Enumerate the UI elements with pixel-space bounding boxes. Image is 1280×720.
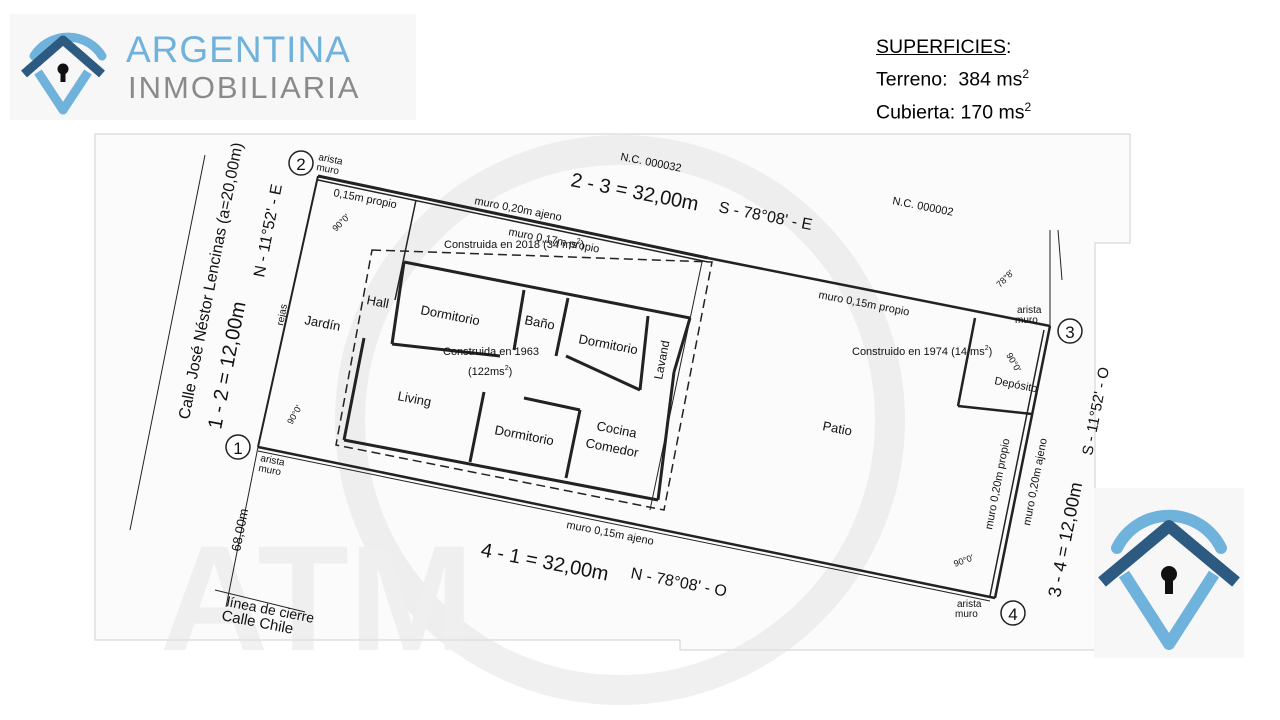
lot-outline [129,154,1063,613]
room-patio: Patio [821,418,853,438]
muro-1-label: muro [257,463,282,478]
muro-3-label: muro [1015,315,1038,326]
superficies-title: SUPERFICIES [876,36,1007,58]
arista-1-label: arista [259,453,286,469]
note-1974: Construido en 1974 (14 ms2) [852,345,992,358]
point-4-label: 4 [1008,605,1017,624]
cubierta-sup: 2 [1024,99,1032,114]
point-4: 4 [1000,600,1026,626]
room-jardin: Jardín [303,312,341,334]
point-1-label: 1 [233,439,242,458]
rejas-label: rejas [275,303,290,326]
terreno-sup: 2 [1022,67,1030,81]
brand-logo: ARGENTINA INMOBILIARIA [10,14,416,120]
watermark: ATM [160,135,905,705]
note-1963-area: (122ms2) [468,365,512,378]
arista-2-label: arista [317,152,344,168]
point-2: 2 [288,150,314,176]
house-key-icon [1098,509,1240,650]
muro-4-label: muro [955,609,978,620]
terreno-row: Terreno: 384 ms2 [876,61,1031,94]
brand-logo-small [1094,488,1244,658]
muro-2-label: muro [315,162,340,177]
superficies-box: SUPERFICIES: Terreno: 384 ms2 Cubierta: … [876,34,1031,126]
cubierta-label: Cubierta: [876,101,956,123]
terreno-label: Terreno: [876,68,948,91]
arista-3-label: arista [1017,305,1042,316]
room-hall: Hall [365,292,390,311]
house-key-icon [21,32,107,115]
point-1: 1 [225,434,251,460]
building-walls [335,199,1033,511]
arista-4-label: arista [957,599,982,610]
point-3-label: 3 [1065,323,1074,342]
cubierta-value: 170 ms [960,101,1025,123]
room-living: Living [396,388,432,409]
room-bano: Baño [523,312,556,333]
construction-notes: Construida en 2018 (34 ms2) Construida e… [443,238,992,378]
point-markers: 2 1 3 4 [225,150,1083,626]
note-1963: Construida en 1963 [443,346,539,358]
point-3: 3 [1057,318,1083,344]
brand-subname: INMOBILIARIA [128,70,360,105]
watermark-letters: ATM [160,514,474,682]
brand-logo-graphic: ARGENTINA INMOBILIARIA [21,29,360,115]
terreno-value: 384 ms [958,68,1023,91]
point-2-label: 2 [296,155,305,174]
cubierta-row: Cubierta: 170 ms2 [876,94,1031,127]
brand-name: ARGENTINA [126,29,351,70]
note-2018: Construida en 2018 (34 ms2) [444,238,584,251]
